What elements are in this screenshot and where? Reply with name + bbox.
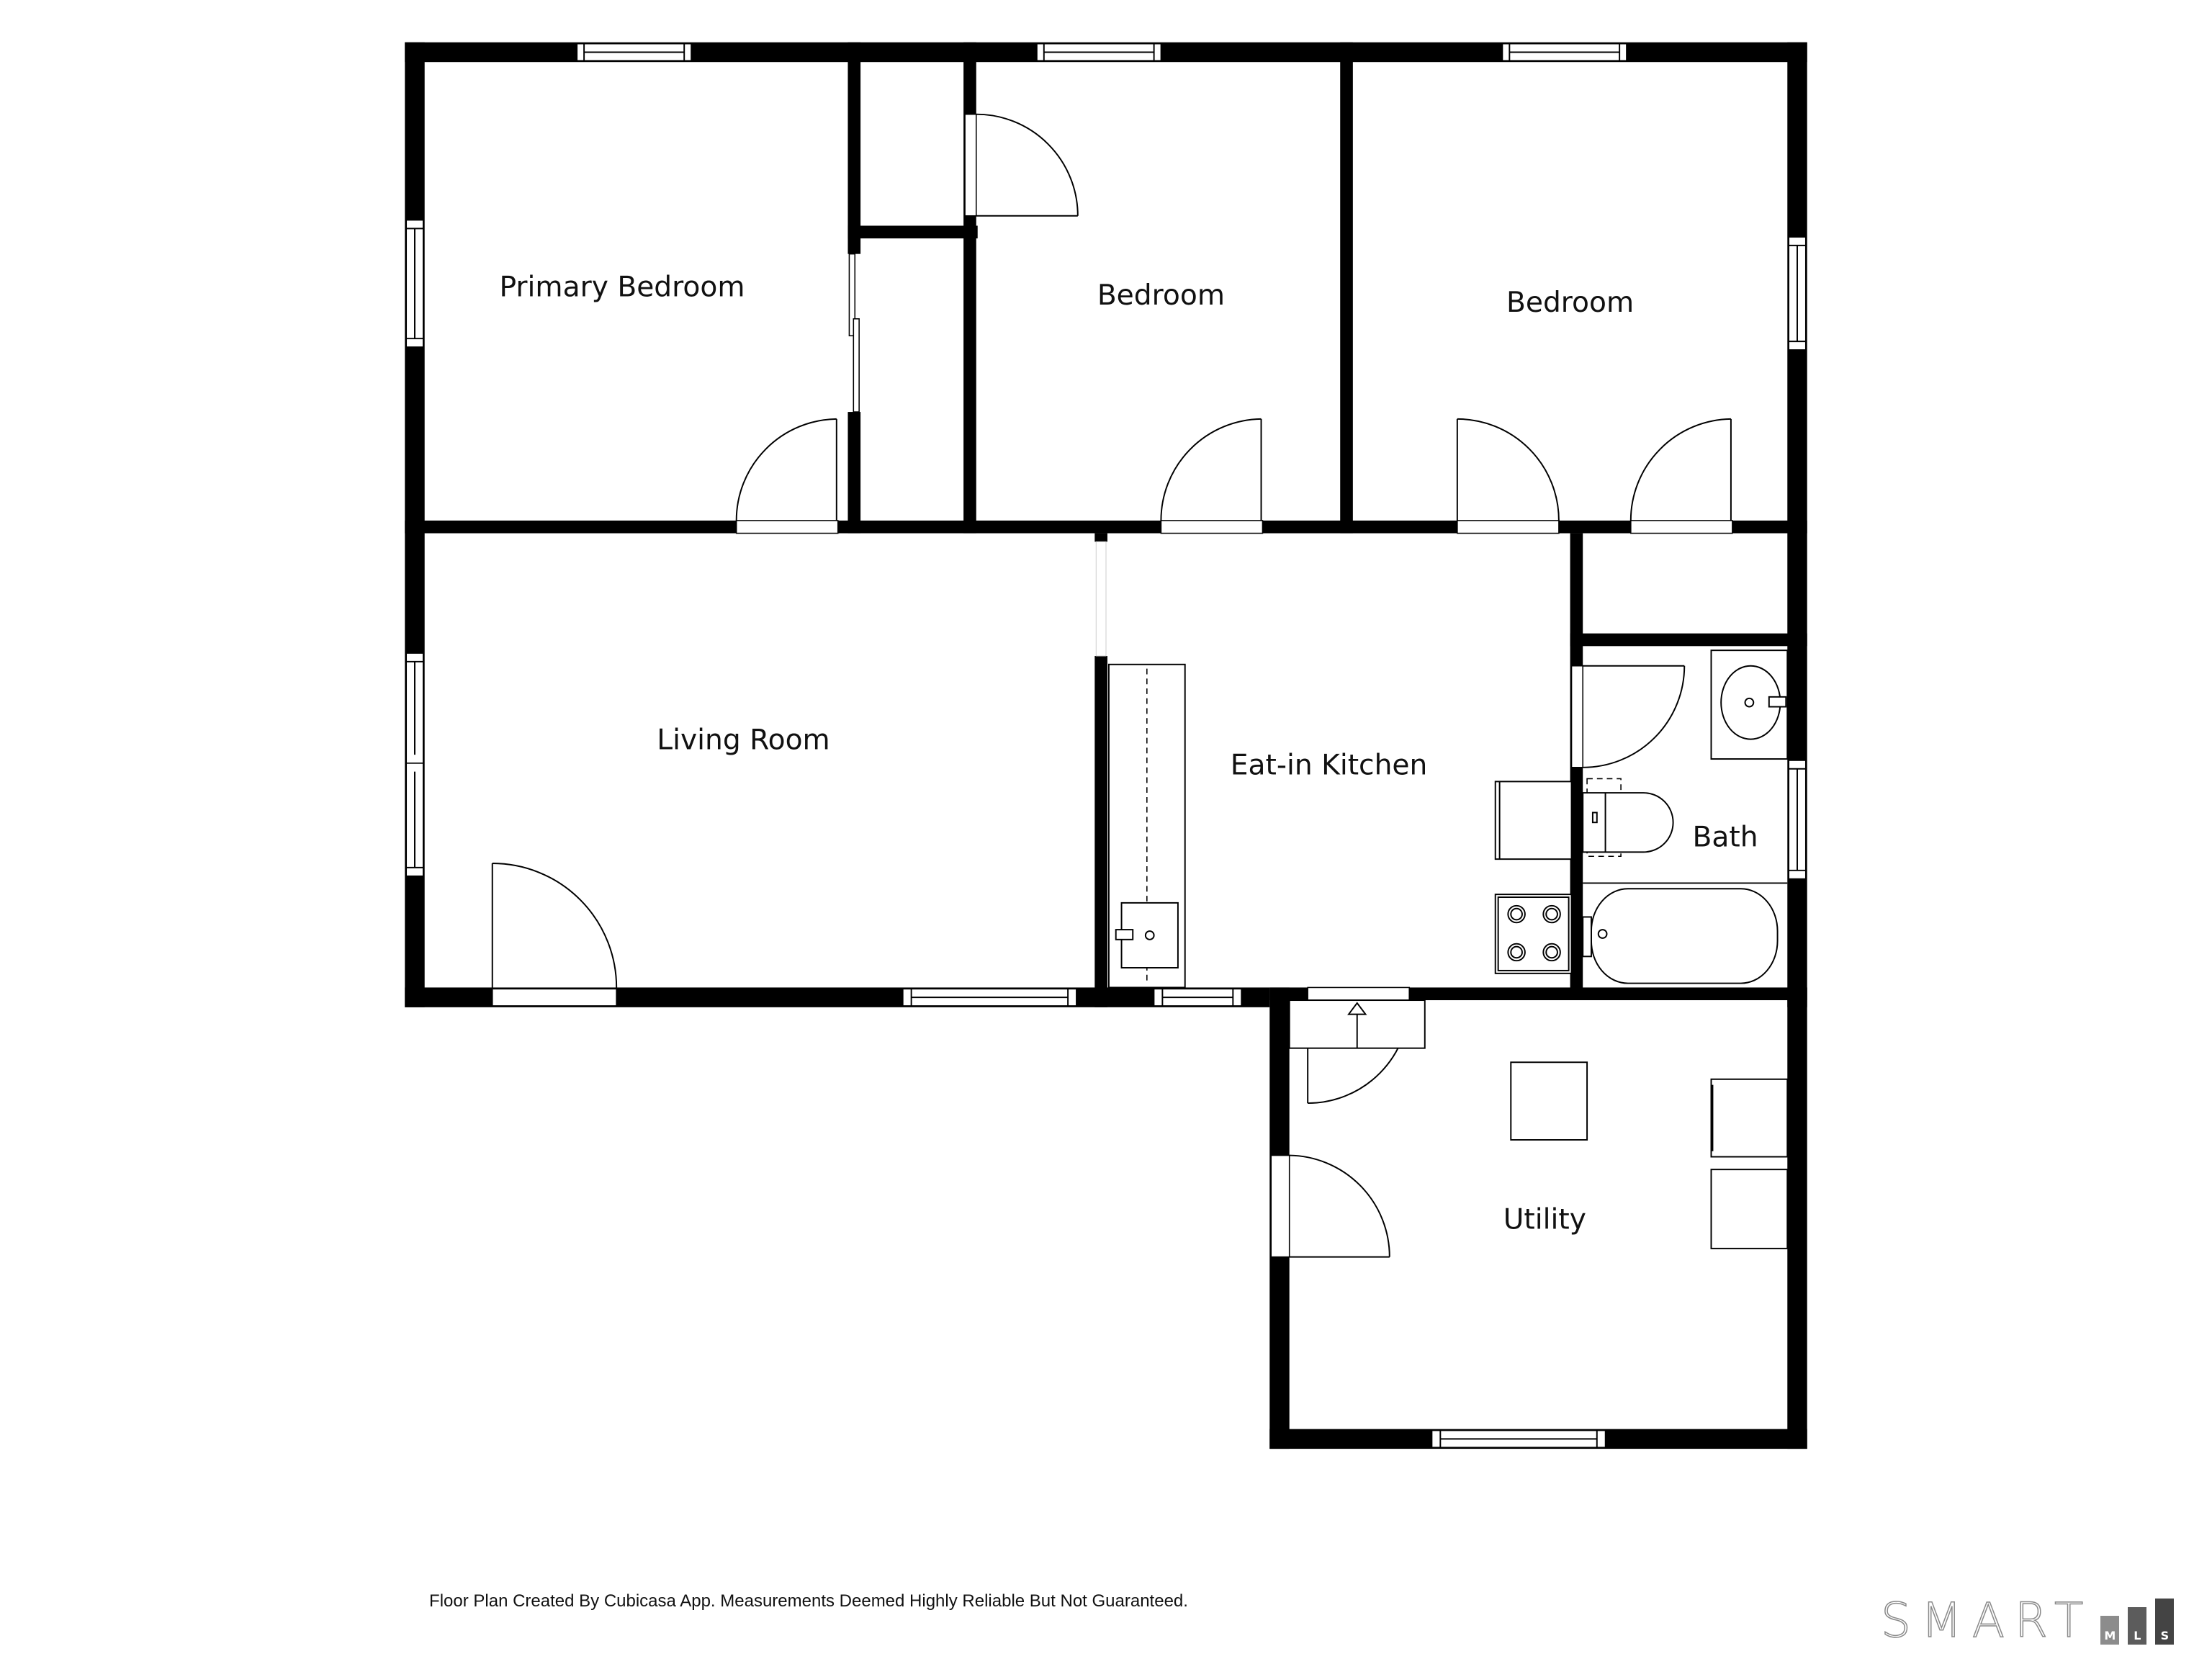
room-label-bath: Bath — [1693, 822, 1758, 854]
stove-icon — [1494, 894, 1573, 974]
logo-bar-l: L — [2128, 1607, 2147, 1645]
stairs-icon — [1288, 999, 1426, 1049]
door-icon[interactable] — [735, 418, 839, 534]
door-icon[interactable] — [1160, 418, 1264, 534]
refrigerator-icon — [1494, 781, 1573, 860]
bathtub-icon — [1582, 888, 1779, 984]
dryer-icon — [1710, 1169, 1789, 1249]
window-icon — [1036, 42, 1162, 62]
window-icon — [405, 763, 424, 877]
window-icon — [1431, 1429, 1606, 1448]
room-labels: Primary Bedroom Bedroom Bedroom Living R… — [500, 271, 1758, 1236]
walls — [405, 42, 1807, 1449]
door-icon[interactable] — [1629, 418, 1733, 534]
door-icon[interactable] — [1456, 418, 1560, 534]
window-icon — [1501, 42, 1627, 62]
kitchen-sink-icon — [1115, 902, 1179, 968]
door-icon[interactable] — [1270, 1154, 1390, 1258]
sliding-door-icon[interactable] — [848, 253, 860, 413]
vanity-sink-icon — [1710, 649, 1789, 760]
window-icon — [902, 988, 1077, 1007]
logo-wordmark: SMART — [1880, 1593, 2094, 1648]
room-label-utility: Utility — [1503, 1203, 1586, 1236]
pass-through-opening — [1095, 541, 1107, 657]
window-icon — [1788, 236, 1807, 351]
room-label-bedroom: Bedroom — [1506, 287, 1634, 319]
logo-bar-m: M — [2100, 1616, 2120, 1645]
front-door-icon[interactable] — [491, 863, 618, 1007]
utility-fixtures — [1510, 1061, 1789, 1249]
room-label-bedroom: Bedroom — [1097, 279, 1225, 312]
logo-bars: M L S — [2100, 1599, 2175, 1645]
washer-icon — [1710, 1078, 1789, 1158]
bath-fixtures — [1582, 649, 1789, 984]
kitchen-fixtures — [1107, 663, 1573, 989]
door-icon[interactable] — [1570, 665, 1686, 768]
furnace-icon — [1510, 1061, 1588, 1141]
window-icon — [576, 42, 692, 62]
door-icon[interactable] — [964, 113, 1079, 217]
room-label-kitchen: Eat-in Kitchen — [1231, 750, 1428, 782]
disclaimer-text: Floor Plan Created By Cubicasa App. Meas… — [429, 1591, 1188, 1611]
window-icon — [1153, 988, 1242, 1007]
window-icon — [1788, 760, 1807, 880]
window-icon — [405, 219, 424, 348]
window-icon — [405, 652, 424, 764]
room-label-living-room: Living Room — [657, 724, 830, 756]
windows — [405, 42, 1807, 1448]
logo-bar-s: S — [2155, 1599, 2175, 1645]
room-label-primary-bedroom: Primary Bedroom — [500, 271, 745, 303]
toilet-icon — [1582, 778, 1674, 858]
smart-mls-logo: SMART M L S — [1880, 1593, 2175, 1648]
